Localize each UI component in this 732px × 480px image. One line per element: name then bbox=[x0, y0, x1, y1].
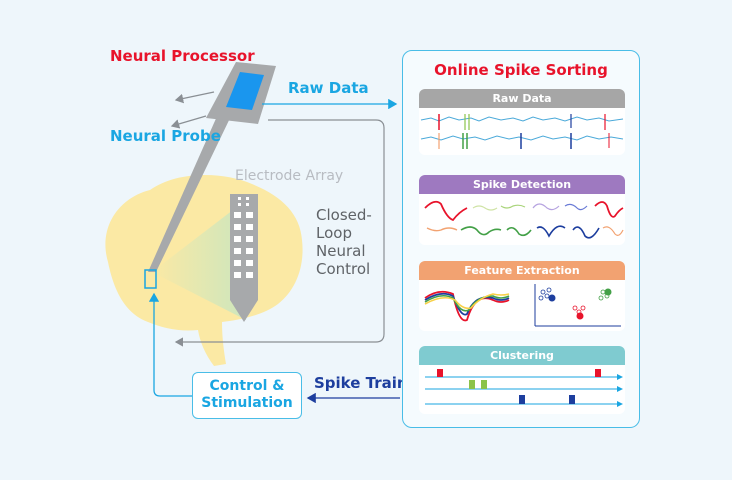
raw-data-traces bbox=[420, 114, 624, 149]
probe-pointer bbox=[170, 115, 207, 129]
section-raw-data: Raw Data bbox=[419, 89, 625, 155]
processor-pointer bbox=[174, 91, 215, 104]
spike-train-label: Spike Train bbox=[314, 374, 408, 392]
closed-loop-arrow bbox=[174, 119, 385, 347]
electrode-beam bbox=[152, 200, 246, 320]
section-spike-detection: Spike Detection bbox=[419, 175, 625, 245]
feature-plots bbox=[424, 284, 621, 327]
neural-probe-label: Neural Probe bbox=[110, 127, 221, 145]
panel-title: Online Spike Sorting bbox=[434, 61, 608, 79]
section-title: Feature Extraction bbox=[419, 261, 625, 280]
cluster-spike-trains bbox=[425, 369, 623, 407]
section-title: Spike Detection bbox=[419, 175, 625, 194]
spike-waveforms bbox=[424, 200, 624, 239]
electrode-array-label: Electrode Array bbox=[235, 168, 344, 184]
probe-tip-marker bbox=[144, 269, 157, 289]
neural-processor-label: Neural Processor bbox=[110, 47, 255, 65]
neural-processor-screen bbox=[226, 72, 264, 110]
control-stimulation-box: Control & Stimulation bbox=[192, 372, 302, 419]
closed-loop-label: Closed-Loop Neural Control bbox=[316, 206, 372, 278]
section-title: Clustering bbox=[419, 346, 625, 365]
section-clustering: Clustering bbox=[419, 346, 625, 414]
stimulation-arrow bbox=[148, 292, 192, 397]
raw-data-label: Raw Data bbox=[288, 79, 369, 97]
section-feature-extraction: Feature Extraction bbox=[419, 261, 625, 331]
neural-probe-shaft bbox=[148, 114, 232, 272]
control-stimulation-label: Control & Stimulation bbox=[201, 378, 293, 411]
section-title: Raw Data bbox=[419, 89, 625, 108]
electrode-pads bbox=[234, 197, 253, 278]
